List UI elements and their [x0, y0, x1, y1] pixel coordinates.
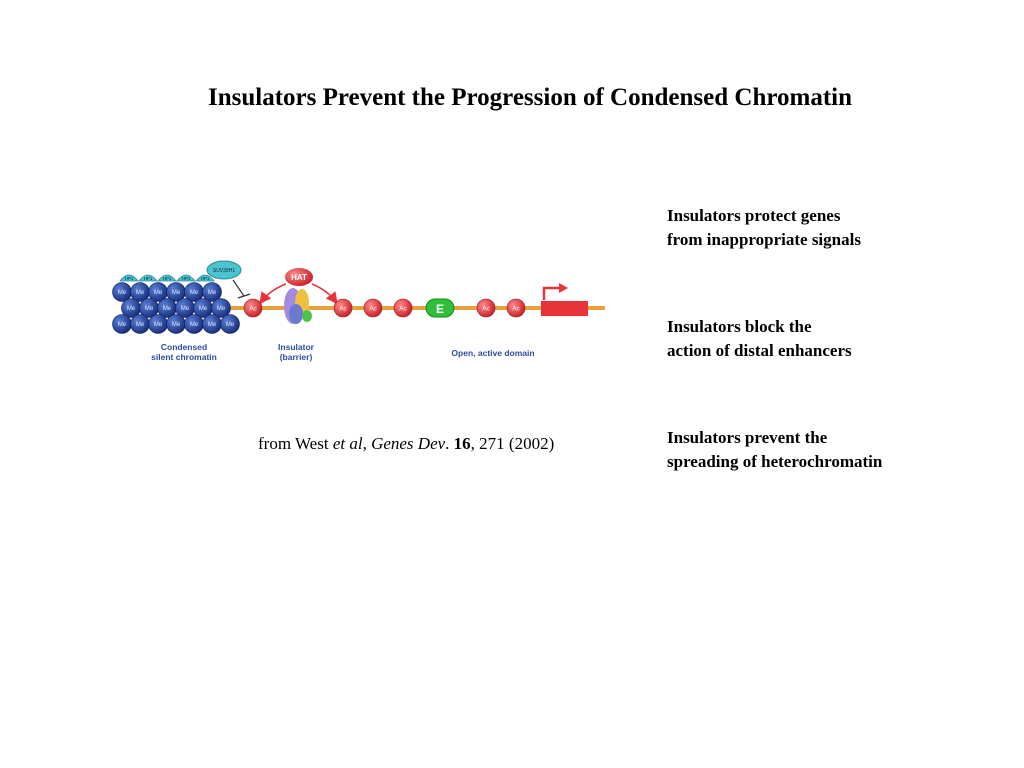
methylated-nucleosome: Me: [220, 314, 240, 334]
me-label: Me: [154, 322, 163, 328]
suv39h1-label: SUV39H1: [213, 268, 235, 274]
hp1-label: HP1: [125, 276, 134, 281]
methylated-nucleosome: Me: [148, 282, 168, 302]
gene-with-promoter: [541, 283, 588, 316]
hp1-label: HP1: [182, 276, 191, 281]
bullet-line: Insulators protect genes: [667, 206, 841, 225]
hp1-row: HP1 HP1 HP1 HP1 HP1: [119, 274, 215, 282]
me-label: Me: [199, 306, 208, 312]
ac-label: Ac: [249, 306, 257, 313]
hp1-protein: HP1: [138, 274, 158, 282]
me-label: Me: [208, 322, 217, 328]
me-label: Me: [172, 322, 181, 328]
me-label: Me: [118, 322, 127, 328]
me-label: Me: [127, 306, 136, 312]
citation: from West et al, Genes Dev. 16, 271 (200…: [258, 434, 554, 454]
acetyl-nucleosome: Ac: [506, 298, 526, 318]
bullet-line: from inappropriate signals: [667, 230, 861, 249]
methylated-nucleosome: Me: [112, 314, 132, 334]
hat-arrow-left: [259, 283, 287, 305]
dna-strand: [225, 306, 605, 310]
hat-label: HAT: [291, 273, 307, 282]
me-label: Me: [136, 290, 145, 296]
citation-etal: et al: [332, 434, 363, 453]
me-label: Me: [190, 322, 199, 328]
ac-label: Ac: [339, 306, 347, 313]
hp1-protein: HP1: [119, 274, 139, 282]
label-insulator-line1: Insulator: [278, 342, 315, 352]
acetyl-nucleosome: Ac: [243, 298, 263, 318]
acetyl-nucleosome: Ac: [476, 298, 496, 318]
me-label: Me: [217, 306, 226, 312]
bullet-line: Insulators prevent the: [667, 428, 828, 447]
hp1-protein: HP1: [157, 274, 177, 282]
hat-arrow-right: [311, 283, 338, 305]
me-label: Me: [118, 290, 127, 296]
me-label: Me: [163, 306, 172, 312]
hp1-protein: HP1: [195, 274, 215, 282]
citation-dot: .: [445, 434, 454, 453]
hp1-label: HP1: [201, 276, 210, 281]
bullet-line: Insulators block the: [667, 317, 812, 336]
me-label: Me: [145, 306, 154, 312]
me-label: Me: [181, 306, 190, 312]
acetyl-nucleosome: Ac: [393, 298, 413, 318]
suv39h1-inhibition-bar: [237, 293, 251, 299]
me-label: Me: [190, 290, 199, 296]
me-label: Me: [226, 322, 235, 328]
methylated-nucleosome: Me: [130, 314, 150, 334]
enhancer: E: [425, 298, 455, 318]
insulator-protein-complex: [284, 288, 312, 324]
acetyl-nucleosome: Ac: [363, 298, 383, 318]
hp1-label: HP1: [163, 276, 172, 281]
bullet-line: spreading of heterochromatin: [667, 452, 883, 471]
label-insulator-line2: (barrier): [280, 352, 313, 362]
citation-rest: , 271 (2002): [470, 434, 555, 453]
citation-sep: ,: [362, 434, 372, 453]
hp1-label: HP1: [144, 276, 153, 281]
bullet-line: action of distal enhancers: [667, 341, 852, 360]
ac-label: Ac: [482, 306, 490, 313]
bullet-prevent-spreading: Insulators prevent the spreading of hete…: [667, 426, 882, 474]
methylated-nucleosome: Me: [166, 314, 186, 334]
slide-title: Insulators Prevent the Progression of Co…: [207, 84, 852, 111]
bullet-protect-genes: Insulators protect genes from inappropri…: [667, 204, 861, 252]
acetyl-marks: Ac Ac Ac Ac Ac Ac: [243, 298, 526, 318]
suv39h1-inhibition-line: [232, 279, 245, 297]
ac-label: Ac: [369, 306, 377, 313]
me-label: Me: [136, 322, 145, 328]
hat-protein: HAT: [285, 268, 313, 286]
methylated-nucleosome: Me: [202, 314, 222, 334]
methylated-nucleosome: Me: [184, 314, 204, 334]
suv39h1-protein: SUV39H1: [206, 260, 242, 280]
me-label: Me: [154, 290, 163, 296]
citation-journal: Genes Dev: [371, 434, 446, 453]
citation-volume: 16: [453, 434, 471, 453]
ac-label: Ac: [512, 306, 520, 313]
enhancer-label: E: [436, 302, 444, 316]
methylated-nucleosome: Me: [202, 282, 222, 302]
acetyl-nucleosome: Ac: [333, 298, 353, 318]
label-condensed-line1: Condensed: [161, 342, 207, 352]
methylated-nucleosome: Me: [211, 298, 231, 318]
me-label: Me: [172, 290, 181, 296]
me-label: Me: [208, 290, 217, 296]
hp1-protein: HP1: [176, 274, 196, 282]
bullet-block-enhancers: Insulators block the action of distal en…: [667, 315, 852, 363]
label-condensed-line2: silent chromatin: [151, 352, 217, 362]
ac-label: Ac: [399, 306, 407, 313]
label-open-domain: Open, active domain: [451, 348, 534, 358]
citation-prefix: from West: [258, 434, 333, 453]
methylated-nucleosome: Me: [148, 314, 168, 334]
